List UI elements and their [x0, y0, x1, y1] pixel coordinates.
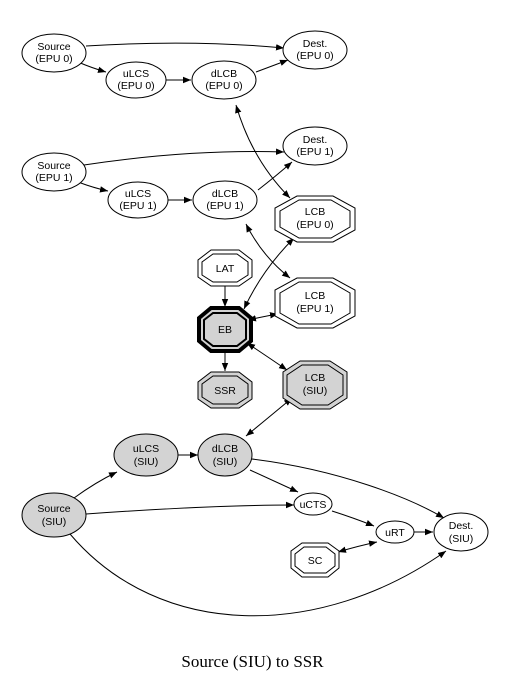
- node-label: Dest.: [303, 134, 328, 146]
- node-sublabel: (EPU 0): [296, 219, 333, 231]
- node-label: LCB: [305, 206, 325, 218]
- node-lcb-epu1: LCB (EPU 1): [274, 277, 356, 329]
- node-label: dLCB: [211, 68, 237, 80]
- node-sublabel: (EPU 1): [35, 172, 72, 184]
- node-label: LAT: [216, 263, 235, 275]
- node-sublabel: (EPU 0): [117, 80, 154, 92]
- node-label: SSR: [214, 385, 236, 397]
- node-dlcb-epu0: dLCB (EPU 0): [191, 60, 257, 100]
- node-label: Source: [37, 503, 70, 515]
- diagram-caption: Source (SIU) to SSR: [181, 652, 324, 671]
- node-label: LCB: [305, 372, 325, 384]
- edge-dlcb-siu-lcb-siu: [245, 397, 293, 437]
- node-label: Source: [37, 160, 70, 172]
- node-ucts: uCTS: [293, 492, 333, 516]
- node-dest-siu: Dest. (SIU): [433, 512, 489, 552]
- node-label: dLCB: [212, 443, 238, 455]
- edge-source-siu-to-ulcs-siu: [73, 471, 118, 499]
- node-sublabel: (EPU 0): [35, 53, 72, 65]
- node-sublabel: (SIU): [42, 516, 67, 528]
- node-label: dLCB: [212, 188, 238, 200]
- node-dlcb-siu: dLCB (SIU): [197, 433, 253, 477]
- node-label: Dest.: [449, 520, 474, 532]
- node-dlcb-epu1: dLCB (EPU 1): [192, 180, 258, 220]
- node-lcb-epu0: LCB (EPU 0): [274, 195, 356, 243]
- node-sublabel: (SIU): [303, 385, 328, 397]
- node-sublabel: (SIU): [213, 456, 238, 468]
- node-lat: LAT: [197, 249, 253, 287]
- node-source-siu: Source (SIU): [21, 492, 87, 538]
- edge-dlcb-epu0-lcb-epu0: [235, 104, 291, 199]
- node-sublabel: (SIU): [449, 533, 474, 545]
- node-sublabel: (EPU 1): [206, 200, 243, 212]
- node-label: EB: [218, 324, 232, 336]
- edge-dlcb-epu1-to-dest-epu1: [257, 161, 293, 191]
- node-eb: EB: [197, 306, 253, 353]
- node-label: uLCS: [125, 188, 151, 200]
- node-label: LCB: [305, 290, 325, 302]
- node-label: uLCS: [123, 68, 149, 80]
- node-dest-epu0: Dest. (EPU 0): [282, 30, 348, 70]
- node-label: SC: [308, 555, 323, 567]
- node-label: Source: [37, 41, 70, 53]
- node-urt: uRT: [375, 520, 415, 544]
- node-source-epu0: Source (EPU 0): [21, 33, 87, 73]
- flow-diagram: Source (EPU 0) uLCS (EPU 0) dLCB (EPU 0)…: [21, 30, 489, 617]
- edge-sc-urt: [337, 540, 378, 553]
- node-sublabel: (EPU 1): [296, 303, 333, 315]
- edge-dlcb-siu-to-dest-siu: [251, 458, 445, 519]
- edge-dlcb-siu-to-ucts: [249, 469, 299, 493]
- edge-source-epu1-to-ulcs-epu1: [77, 181, 109, 193]
- node-dest-epu1: Dest. (EPU 1): [282, 126, 348, 166]
- node-label: Dest.: [303, 38, 328, 50]
- edge-source-epu1-to-dest-epu1: [83, 148, 285, 166]
- nodes: Source (EPU 0) uLCS (EPU 0) dLCB (EPU 0)…: [21, 30, 489, 578]
- node-label: uCTS: [300, 499, 327, 511]
- node-ssr: SSR: [197, 371, 253, 409]
- node-sc: SC: [290, 542, 340, 578]
- node-lcb-siu: LCB (SIU): [282, 360, 348, 410]
- edge-eb-lcb-epu0: [243, 237, 295, 310]
- edge-ucts-to-urt: [331, 510, 375, 527]
- edge-source-siu-to-ucts: [85, 501, 295, 515]
- edge-dlcb-epu0-to-dest-epu0: [255, 59, 289, 73]
- edge-source-epu0-to-ulcs-epu0: [77, 61, 107, 73]
- node-ulcs-epu0: uLCS (EPU 0): [105, 61, 167, 99]
- node-label: uRT: [385, 527, 405, 539]
- node-source-epu1: Source (EPU 1): [21, 152, 87, 192]
- node-ulcs-epu1: uLCS (EPU 1): [107, 181, 169, 219]
- node-sublabel: (EPU 0): [205, 80, 242, 92]
- node-label: uLCS: [133, 443, 159, 455]
- node-sublabel: (SIU): [134, 456, 159, 468]
- edge-source-siu-to-dest-siu: [69, 533, 447, 617]
- edge-eb-lcb-siu: [246, 342, 288, 371]
- edge-source-epu0-to-dest-epu0: [85, 42, 285, 51]
- node-sublabel: (EPU 0): [296, 50, 333, 62]
- node-ulcs-siu: uLCS (SIU): [113, 433, 179, 477]
- node-sublabel: (EPU 1): [296, 146, 333, 158]
- node-sublabel: (EPU 1): [119, 200, 156, 212]
